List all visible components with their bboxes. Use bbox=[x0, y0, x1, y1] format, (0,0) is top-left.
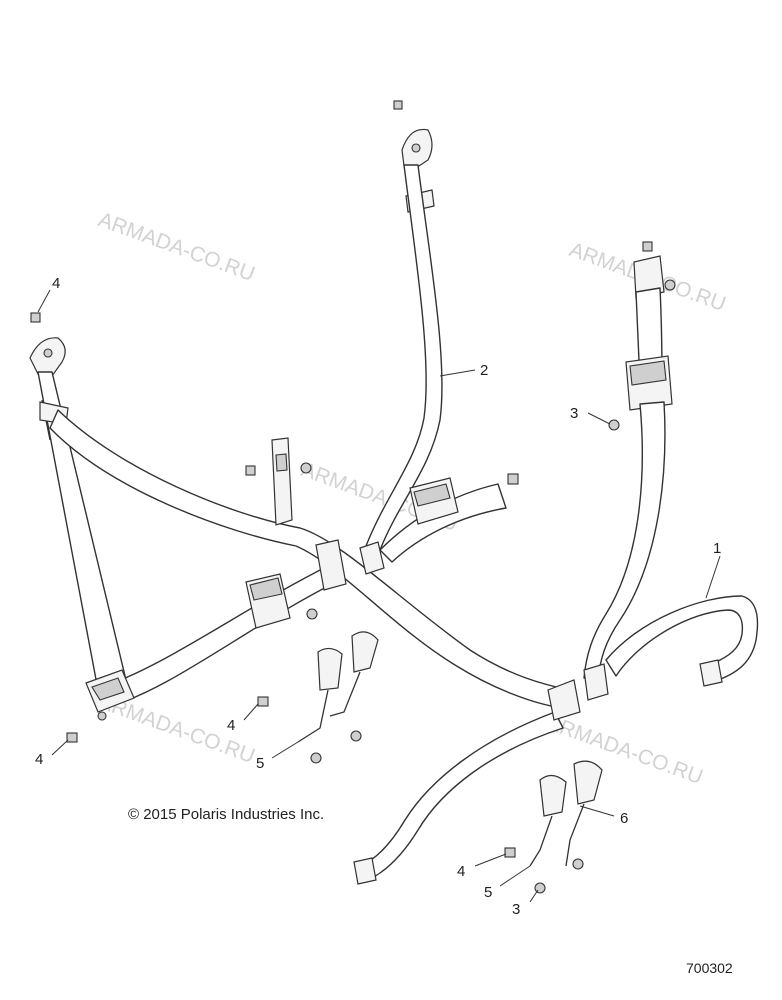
callout-5-lower: 5 bbox=[484, 884, 492, 901]
nut-4-left bbox=[66, 732, 78, 743]
center-latch-plate bbox=[271, 437, 293, 526]
watermark-1: ARMADA-CO.RU bbox=[95, 208, 257, 286]
nut-top-left bbox=[30, 312, 41, 323]
nut-center-small bbox=[245, 465, 256, 476]
nut-right-top bbox=[642, 241, 653, 252]
callout-1: 1 bbox=[713, 540, 721, 557]
right-upper-anchor bbox=[633, 255, 665, 299]
callouts: 1 2 3 3 4 4 4 4 5 5 6 bbox=[35, 275, 721, 918]
middle-seat-belt-assembly bbox=[359, 128, 507, 575]
bolt-3-right bbox=[608, 419, 620, 431]
nut-4-lower bbox=[504, 847, 516, 858]
callout-3-right: 3 bbox=[570, 405, 578, 422]
lower-lap-belt bbox=[359, 711, 564, 881]
bolt-center-top bbox=[300, 462, 312, 474]
left-upper-anchor bbox=[29, 337, 66, 379]
left-lower-anchor-bolt bbox=[97, 711, 107, 721]
right-seat-belt-assembly bbox=[583, 255, 759, 701]
buckle-5-left-housing bbox=[317, 647, 343, 691]
watermark-5: ARMADA-CO.RU bbox=[543, 711, 705, 789]
callout-4-lower: 4 bbox=[457, 863, 465, 880]
callout-6: 6 bbox=[620, 810, 628, 827]
nut-4-center bbox=[257, 696, 269, 707]
buckles-and-hardware bbox=[30, 100, 676, 894]
callout-2: 2 bbox=[480, 362, 488, 379]
left-seat-belt-assembly bbox=[29, 337, 581, 885]
right-lap-loop bbox=[605, 595, 759, 681]
callout-4-left: 4 bbox=[35, 751, 43, 768]
left-lap-belt bbox=[97, 564, 341, 707]
bolt-center-low1 bbox=[310, 752, 322, 764]
document-number: 700302 bbox=[686, 960, 733, 976]
callout-3-lower: 3 bbox=[512, 901, 520, 918]
right-buckle-tongue bbox=[583, 663, 609, 701]
callout-4-top-left: 4 bbox=[52, 275, 60, 292]
left-upper-anchor-bolt bbox=[43, 348, 53, 358]
lower-floor-anchor bbox=[353, 857, 377, 885]
right-lower-anchor bbox=[699, 659, 723, 687]
left-long-diagonal-belt bbox=[49, 409, 571, 709]
bolt-right-top bbox=[664, 279, 676, 291]
bolt-center-low2 bbox=[350, 730, 362, 742]
copyright-notice: © 2015 Polaris Industries Inc. bbox=[128, 806, 324, 823]
nut-top-middle bbox=[393, 100, 403, 110]
buckle-5-right-housing bbox=[351, 631, 379, 673]
buckle-6-right-housing bbox=[573, 760, 603, 805]
long-belt-end-buckle bbox=[547, 679, 581, 721]
middle-buckle-tongue bbox=[359, 541, 385, 575]
bolt-lower-2 bbox=[572, 858, 584, 870]
buckle-6-left-housing bbox=[539, 774, 567, 817]
bolt-center-mid bbox=[306, 608, 318, 620]
nut-middle-right bbox=[507, 473, 519, 485]
callout-5-center: 5 bbox=[256, 755, 264, 772]
callout-4-center: 4 bbox=[227, 717, 235, 734]
middle-lap-strap bbox=[379, 483, 507, 563]
center-belt-guide bbox=[315, 539, 347, 591]
